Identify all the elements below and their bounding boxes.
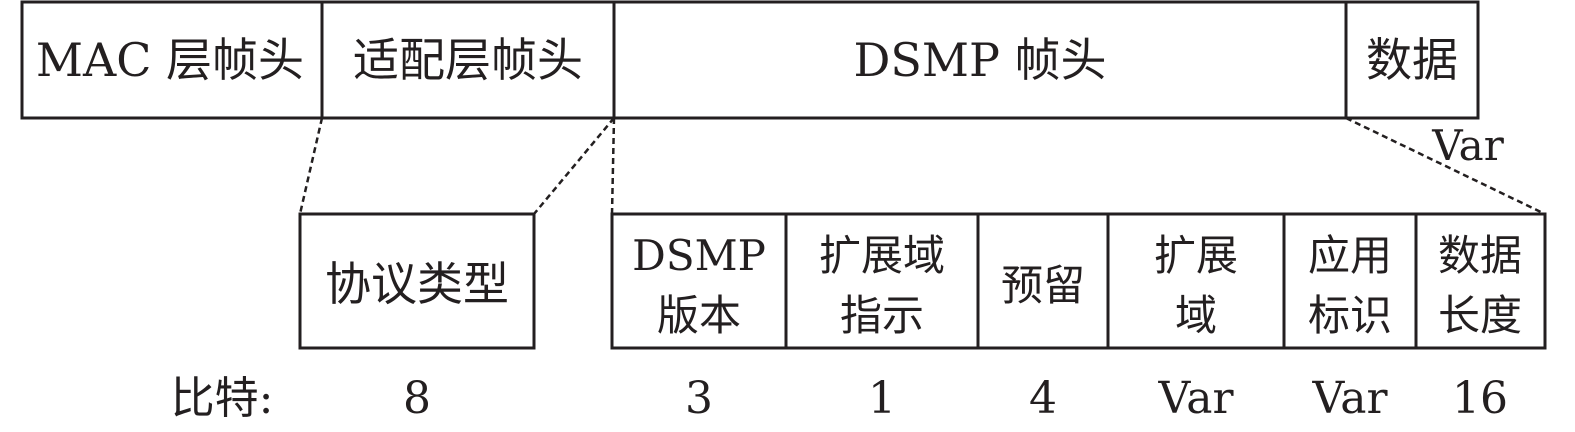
mac-header-box (20, 0, 324, 120)
data-label: 数据 (1366, 33, 1458, 87)
bits-protocol-type: 8 (403, 373, 431, 424)
reserved-box (976, 212, 1110, 350)
app-id-label-line2: 标识 (1308, 291, 1392, 340)
bits-version: 3 (685, 373, 713, 424)
data-box (1344, 0, 1480, 120)
version-label-line2: 版本 (657, 291, 741, 340)
version-label-line1: DSMP (632, 231, 766, 280)
app-id-label-line1: 应用 (1308, 231, 1392, 280)
adapter-header-label: 适配层帧头 (353, 33, 583, 87)
mac-header-label: MAC 层帧头 (36, 33, 304, 87)
bits-row-label: 比特: (171, 373, 274, 424)
dsmp-expand-right-line (1345, 116, 1546, 216)
dsmp-header-box (612, 0, 1348, 120)
bits-reserved: 4 (1029, 373, 1057, 424)
bits-data-length: 16 (1452, 373, 1508, 424)
adapter-header-box (320, 0, 616, 120)
ext-field-label-line2: 域 (1175, 291, 1217, 340)
ext-field-label-line1: 扩展 (1154, 231, 1238, 280)
dsmp-header-label: DSMP 帧头 (853, 33, 1106, 87)
protocol-type-box (298, 212, 536, 350)
ext-indicator-label-line1: 扩展域 (819, 231, 945, 280)
bits-app-id: Var (1311, 373, 1388, 424)
bits-ext-indicator: 1 (868, 373, 896, 424)
adapter-expand-right-line (533, 117, 615, 215)
ext-indicator-label-line2: 指示 (840, 291, 924, 340)
data-length-label-line2: 长度 (1438, 291, 1522, 340)
bits-ext-field: Var (1157, 373, 1234, 424)
adapter-expand-left-line (298, 117, 324, 215)
reserved-label: 预留 (1001, 261, 1085, 310)
data-length-note: Var (1431, 121, 1505, 170)
data-length-box (1414, 212, 1547, 350)
app-id-box (1282, 212, 1418, 350)
data-length-label-line1: 数据 (1438, 231, 1522, 280)
protocol-type-label: 协议类型 (325, 257, 509, 311)
version-box (610, 212, 788, 350)
dsmp-expand-left-line (610, 117, 616, 215)
